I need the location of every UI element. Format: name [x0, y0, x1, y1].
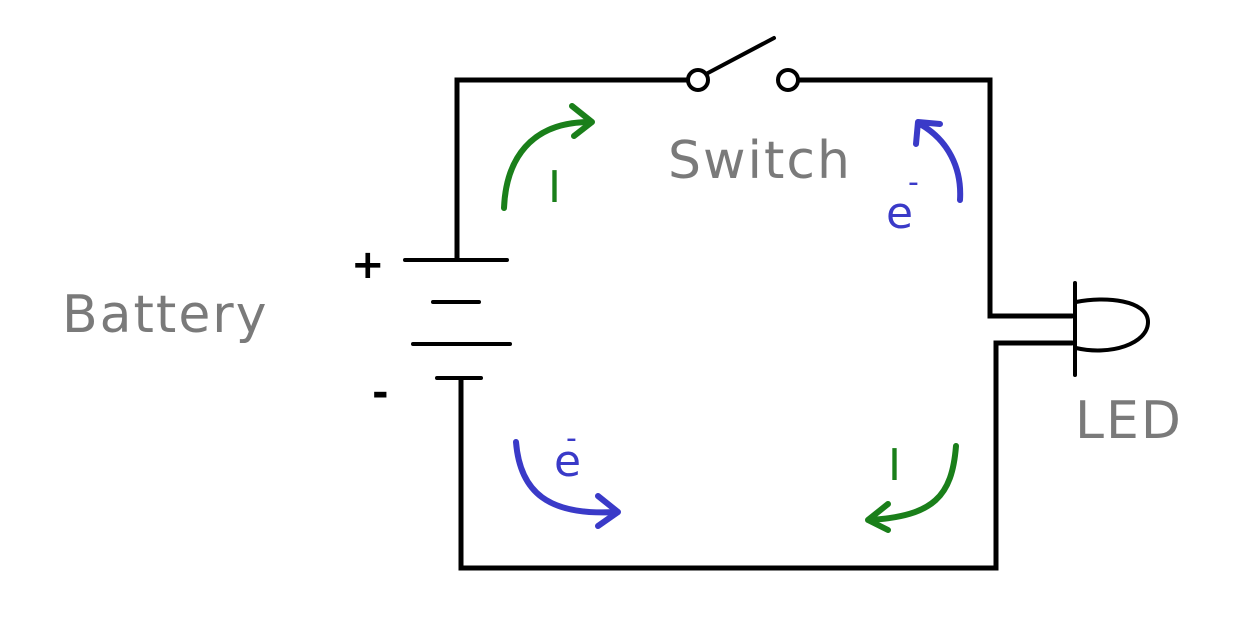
- arrow-head: [865, 501, 891, 533]
- arrow-curve: [513, 439, 619, 516]
- switch-terminal-right: [776, 68, 800, 92]
- electron-charge: -: [566, 421, 577, 456]
- electron-arrow-top-right: e -: [886, 119, 964, 239]
- battery-label: Battery: [62, 285, 268, 345]
- arrow-head: [913, 119, 943, 147]
- battery-symbol: [403, 258, 512, 380]
- current-label: I: [888, 440, 901, 491]
- current-arrow-top-left: I: [501, 103, 595, 213]
- minus-sign: -: [372, 370, 389, 416]
- current-arrow-bottom-right: I: [865, 440, 959, 533]
- led-label: LED: [1075, 391, 1183, 451]
- arrow-curve: [917, 121, 964, 203]
- switch: [686, 36, 800, 92]
- circuit-wires: [454, 77, 1075, 571]
- arrow-head: [595, 493, 621, 529]
- switch-terminal-left: [686, 68, 710, 92]
- plus-sign: +: [351, 242, 385, 288]
- electron-arrow-bottom-left: e -: [513, 421, 621, 529]
- switch-lever: [704, 36, 776, 76]
- led-symbol: [1073, 281, 1151, 377]
- arrow-head: [569, 103, 595, 139]
- wire-top-right: [795, 77, 1075, 319]
- current-label: I: [548, 162, 561, 213]
- arrow-curve: [501, 119, 593, 211]
- wire-bottom-right: [458, 340, 1075, 571]
- switch-label: Switch: [668, 131, 852, 191]
- wire-top-left: [454, 77, 691, 261]
- electron-label: e: [554, 436, 581, 487]
- led-dome: [1074, 297, 1151, 353]
- electron-charge: -: [908, 165, 919, 200]
- arrow-curve: [867, 443, 959, 523]
- electron-label: e: [886, 188, 913, 239]
